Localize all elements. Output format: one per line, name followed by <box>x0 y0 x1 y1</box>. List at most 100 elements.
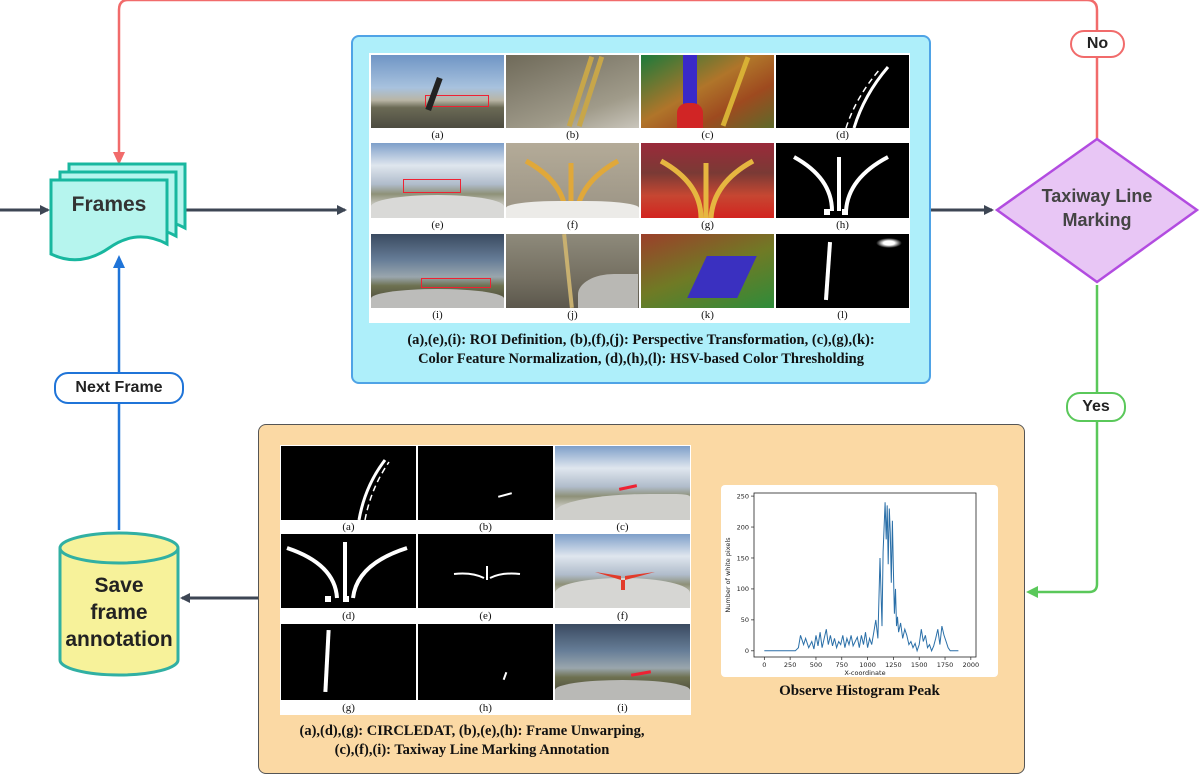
processing-caption-line1: (a),(e),(i): ROI Definition, (b),(f),(j)… <box>407 332 875 348</box>
y-tick-label: 200 <box>737 523 749 531</box>
histogram-caption: Observe Histogram Peak <box>779 683 940 699</box>
subfig-label: (f) <box>617 610 628 622</box>
subfig-i: (i) <box>371 234 504 322</box>
subfig-label: (l) <box>837 309 848 321</box>
subfig-g: (g) <box>281 624 416 714</box>
no-loop-arrow <box>117 0 1099 160</box>
frames-label: Frames <box>71 193 147 216</box>
subfig-label: (a) <box>342 521 355 533</box>
next-frame-arrowhead <box>113 255 125 268</box>
subfig-f: (f) <box>506 143 639 231</box>
x-axis-label: X-coordinate <box>844 669 885 677</box>
yes-arrowhead <box>1026 586 1038 598</box>
marking-lines <box>453 566 521 580</box>
decision-label-line1: Taxiway Line <box>1041 186 1153 206</box>
y-tick-label: 50 <box>741 616 749 624</box>
yes-arrow <box>1032 285 1099 594</box>
subfig-l: (l) <box>776 234 909 322</box>
save-label-line2: frame <box>90 601 148 624</box>
subfig-label: (g) <box>701 219 714 231</box>
subfig-d: (d) <box>776 55 909 141</box>
subfig-label: (d) <box>836 129 849 141</box>
subfig-b: (b) <box>418 446 553 533</box>
subfig-label: (h) <box>836 219 849 231</box>
marking-lines <box>659 158 755 218</box>
threshold-image <box>776 234 909 308</box>
roi-image <box>371 143 504 218</box>
histogram-series-line <box>764 502 959 653</box>
save-label-line3: annotation <box>65 628 173 651</box>
decision-diamond <box>994 137 1200 284</box>
perspective-image <box>506 55 639 128</box>
perspective-image <box>506 143 639 218</box>
decision-label: Taxiway Line Marking <box>1017 184 1177 232</box>
annotated-image <box>555 534 690 608</box>
x-tick-label: 1500 <box>911 661 928 669</box>
normalized-image <box>641 143 774 218</box>
subfig-h: (h) <box>418 624 553 714</box>
subfig-f: (f) <box>555 534 690 622</box>
subfig-label: (h) <box>479 702 492 714</box>
circledat-image <box>281 534 416 608</box>
circledat-image <box>281 624 416 700</box>
processing-caption-line2: Color Feature Normalization, (d),(h),(l)… <box>418 351 864 367</box>
x-tick-label: 1000 <box>859 661 876 669</box>
subfig-j: (j) <box>506 234 639 322</box>
annotation-figure-grid: (a) (b) (c) (d) (e) (f) <box>280 445 691 715</box>
annotation-caption-line1: (a),(d),(g): CIRCLEDAT, (b),(e),(h): Fra… <box>299 723 645 739</box>
subfig-label: (i) <box>617 702 628 714</box>
subfig-label: (g) <box>342 702 355 714</box>
marking-lines <box>357 459 390 520</box>
subfig-c: (c) <box>555 446 690 533</box>
annotation-overlay <box>595 572 655 590</box>
subfig-c: (c) <box>641 55 774 141</box>
yes-label: Yes <box>1066 392 1126 422</box>
unwarped-image <box>418 446 553 520</box>
subfig-label: (j) <box>567 309 578 321</box>
normalized-image <box>641 234 774 308</box>
no-loop-arrowhead <box>113 152 125 165</box>
threshold-lines <box>845 66 890 128</box>
subfig-label: (b) <box>566 129 579 141</box>
perspective-image <box>506 234 639 308</box>
circledat-image <box>281 446 416 520</box>
save-label: Save frame annotation <box>60 572 178 653</box>
subfig-d: (d) <box>281 534 416 622</box>
subfig-h: (h) <box>776 143 909 231</box>
subfig-label: (c) <box>616 521 629 533</box>
threshold-lines <box>793 155 889 215</box>
annotated-image <box>555 624 690 700</box>
subfig-i: (i) <box>555 624 690 714</box>
x-tick-label: 2000 <box>963 661 980 669</box>
subfig-a: (a) <box>281 446 416 533</box>
subfig-label: (d) <box>342 610 355 622</box>
marking-lines <box>286 542 408 602</box>
subfig-e: (e) <box>418 534 553 622</box>
processing-caption: (a),(e),(i): ROI Definition, (b),(f),(j)… <box>360 331 922 369</box>
unwarped-image <box>418 624 553 700</box>
x-tick-label: 250 <box>784 661 796 669</box>
save-label-line1: Save <box>94 574 144 597</box>
subfig-label: (i) <box>432 309 443 321</box>
x-tick-label: 1250 <box>885 661 902 669</box>
processing-figure-grid: (a) (b) (c) (d) (e) (f) <box>369 53 910 323</box>
y-tick-label: 100 <box>737 585 749 593</box>
y-tick-label: 150 <box>737 554 749 562</box>
y-tick-label: 250 <box>737 492 749 500</box>
x-tick-label: 1750 <box>937 661 954 669</box>
next-frame-label: Next Frame <box>54 372 184 404</box>
annotated-image <box>555 446 690 520</box>
subfig-a: (a) <box>371 55 504 141</box>
normalized-image <box>641 55 774 128</box>
subfig-label: (k) <box>701 309 714 321</box>
threshold-image <box>776 143 909 218</box>
save-cylinder <box>58 531 180 677</box>
y-tick-label: 0 <box>745 647 749 655</box>
plot-frame <box>753 492 977 658</box>
threshold-image <box>776 55 909 128</box>
no-label: No <box>1070 30 1125 58</box>
y-axis-label: Number of white pixels <box>724 537 732 613</box>
